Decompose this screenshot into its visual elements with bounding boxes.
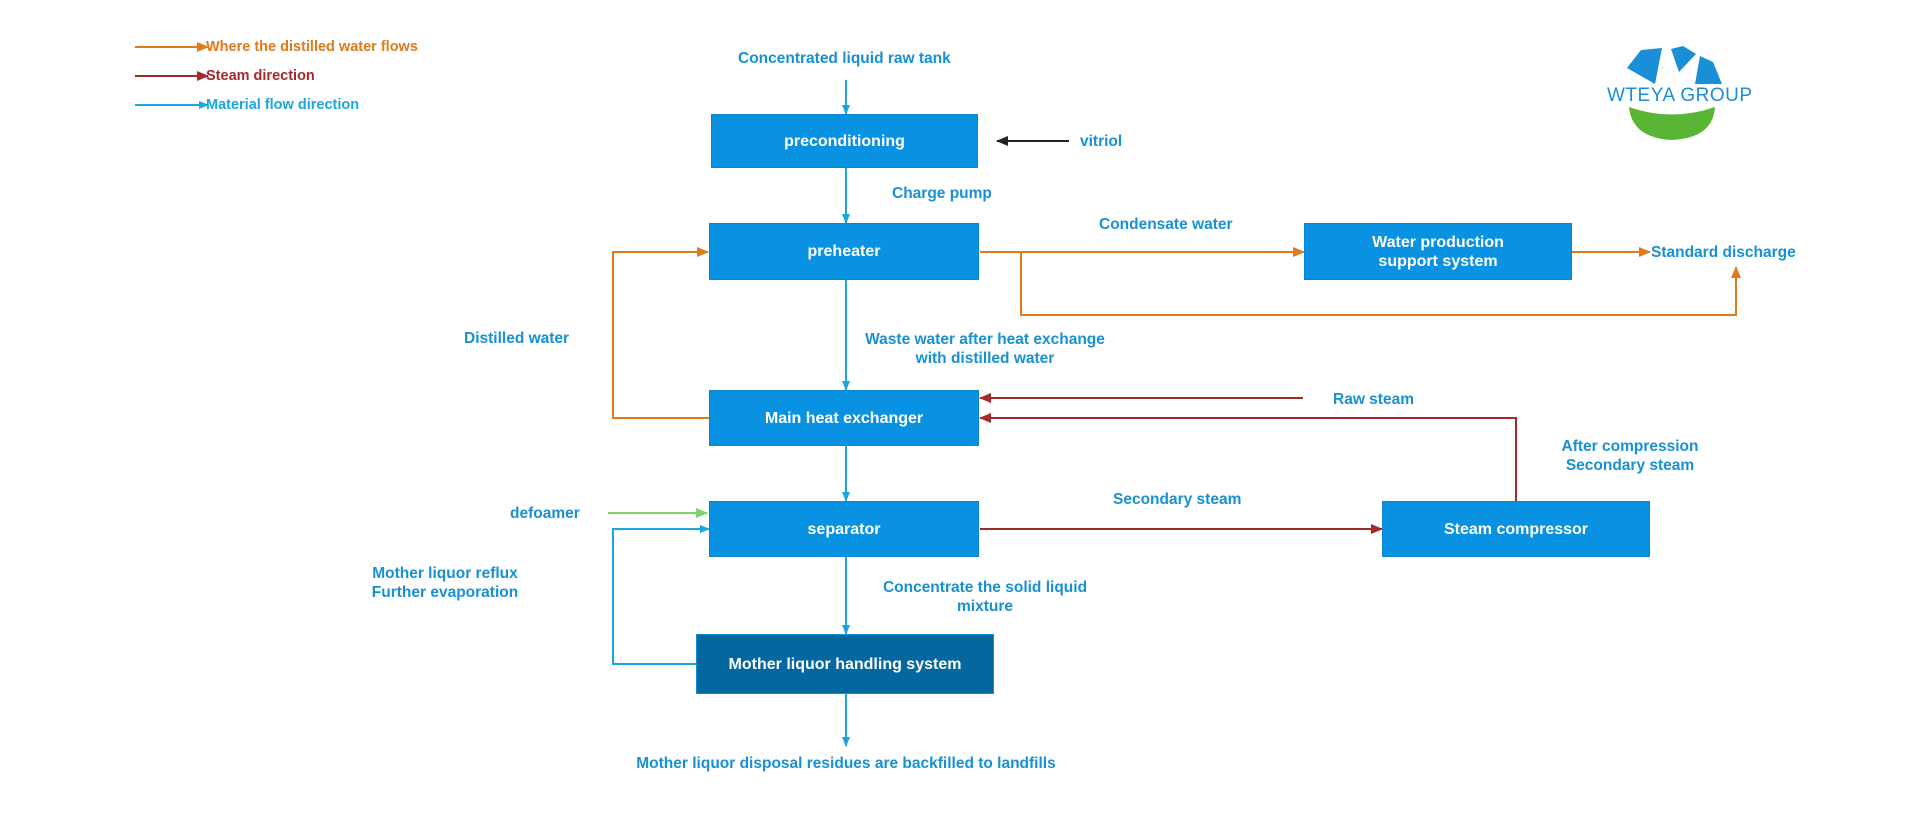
label-waste-water: Waste water after heat exchange with dis… bbox=[865, 331, 1105, 367]
node-water-production: Water production support system bbox=[1304, 223, 1572, 280]
logo-wordmark: WTEYA GROUP bbox=[1607, 85, 1753, 106]
label-distilled-water: Distilled water bbox=[464, 330, 570, 347]
label-defoamer: defoamer bbox=[510, 505, 580, 522]
node-separator: separator bbox=[709, 501, 979, 557]
legend-steam-label: Steam direction bbox=[206, 68, 315, 84]
label-mother-liquor-reflux: Mother liquor reflux Further evaporation bbox=[371, 565, 519, 601]
legend-material-label: Material flow direction bbox=[206, 97, 360, 113]
node-mother-liquor-handling: Mother liquor handling system bbox=[696, 634, 994, 694]
node-main-heat-exchanger: Main heat exchanger bbox=[709, 390, 979, 446]
label-concentrate-mixture: Concentrate the solid liquid mixture bbox=[882, 579, 1088, 615]
label-after-compression: After compression Secondary steam bbox=[1561, 438, 1699, 474]
label-condensate-water: Condensate water bbox=[1099, 216, 1233, 233]
node-preconditioning: preconditioning bbox=[711, 114, 978, 168]
label-raw-steam: Raw steam bbox=[1333, 391, 1414, 408]
legend-distilled-label: Where the distilled water flows bbox=[206, 39, 418, 55]
label-disposal: Mother liquor disposal residues are back… bbox=[636, 755, 1056, 772]
arrow-bypass-to-discharge bbox=[1020, 252, 1741, 316]
arrow-mother-liquor-reflux bbox=[612, 525, 710, 665]
node-preheater: preheater bbox=[709, 223, 979, 280]
label-vitriol: vitriol bbox=[1080, 133, 1123, 150]
arrow-distilled-water-loop bbox=[612, 247, 709, 419]
node-steam-compressor: Steam compressor bbox=[1382, 501, 1650, 557]
label-raw-tank: Concentrated liquid raw tank bbox=[738, 50, 951, 67]
arrow-compressed-steam bbox=[979, 413, 1517, 501]
wteya-logo-icon bbox=[1627, 46, 1722, 140]
label-secondary-steam: Secondary steam bbox=[1113, 491, 1242, 508]
label-standard-discharge: Standard discharge bbox=[1651, 244, 1796, 261]
label-charge-pump: Charge pump bbox=[892, 185, 992, 202]
